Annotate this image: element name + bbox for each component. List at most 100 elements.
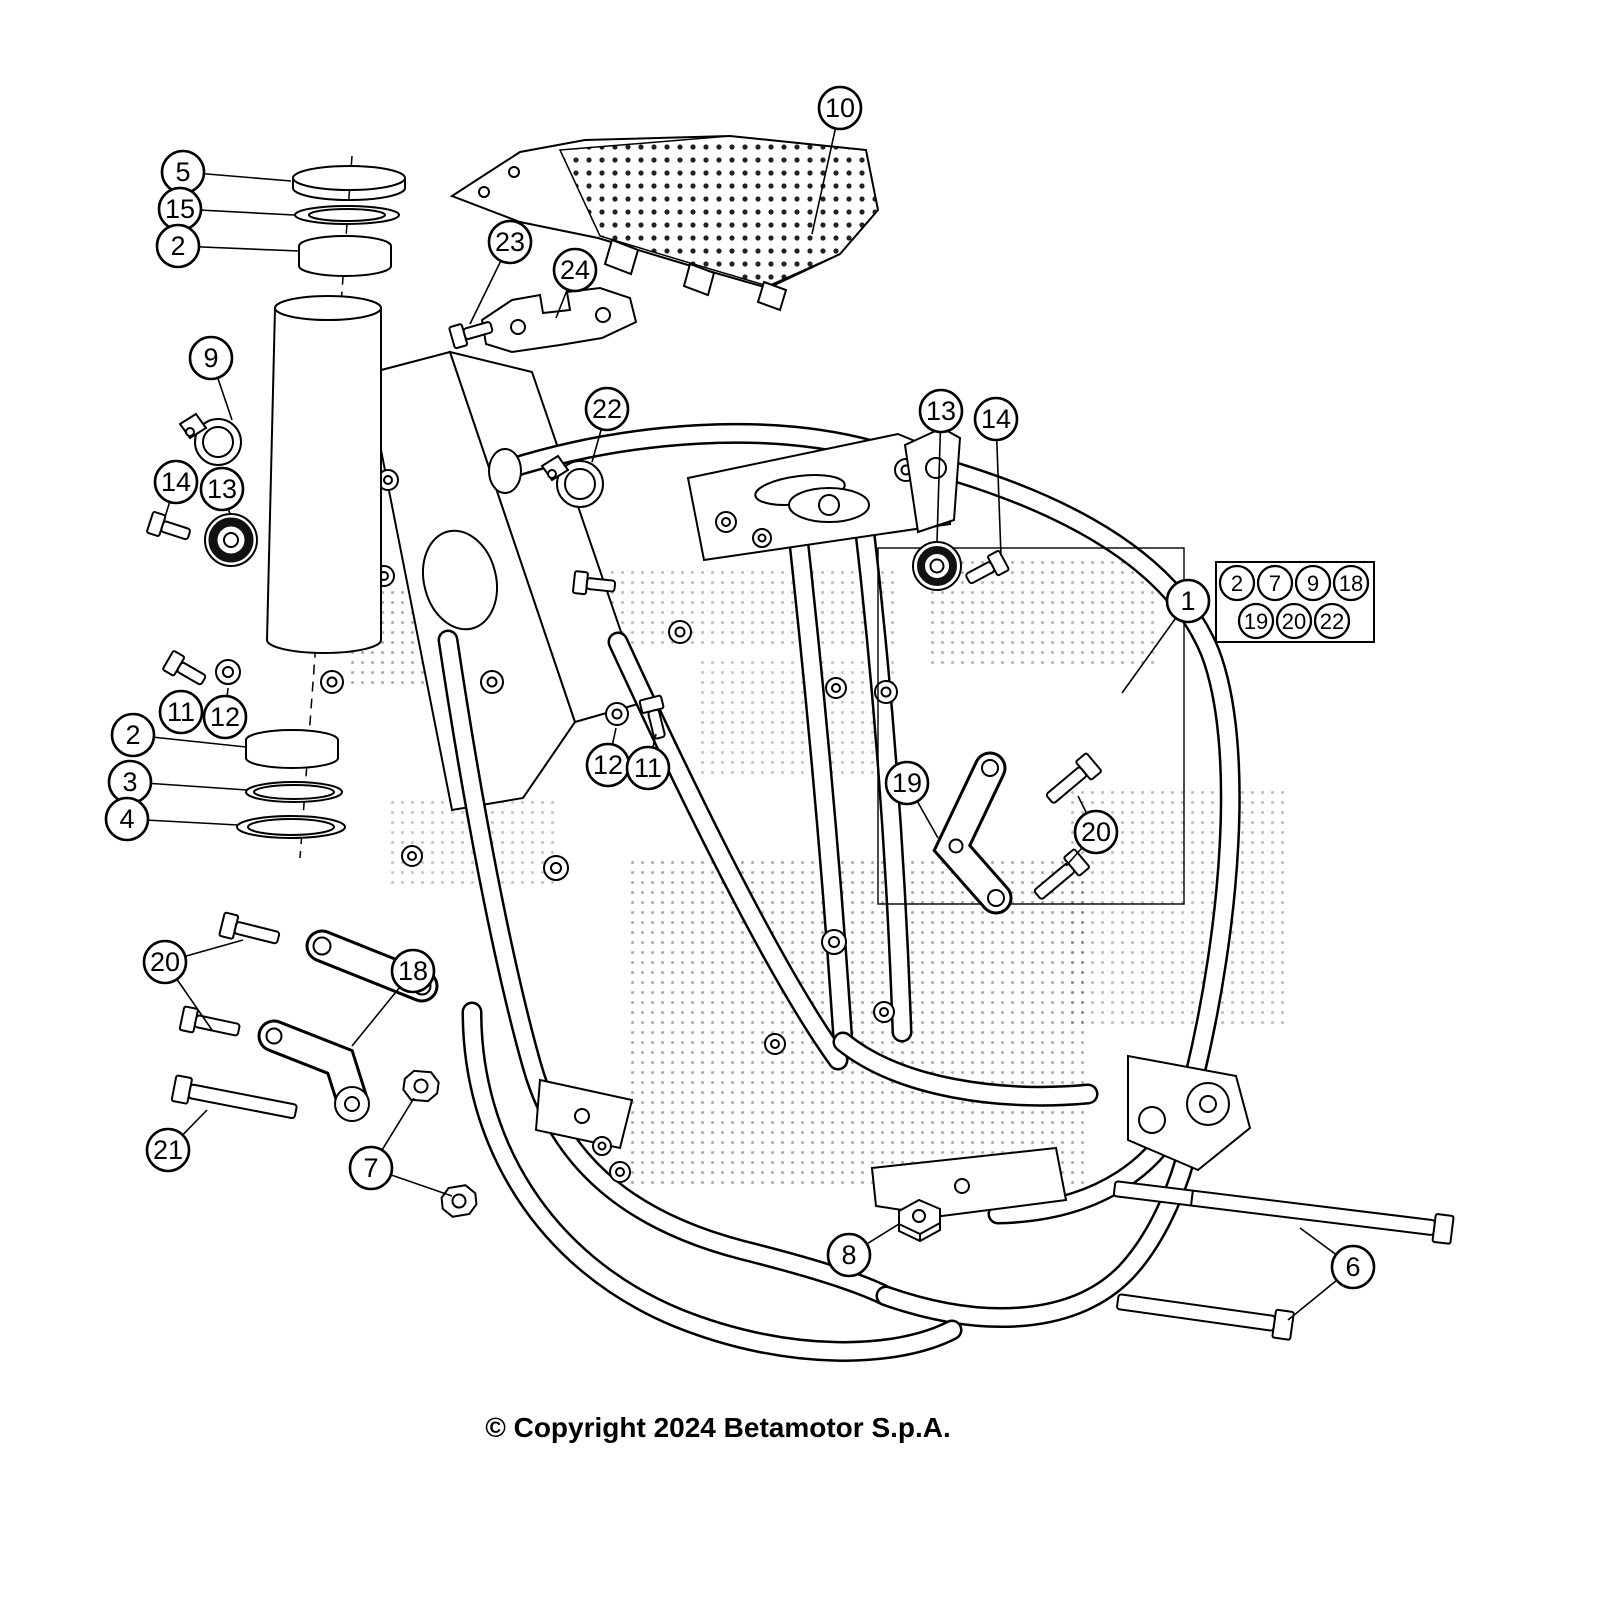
washer-12-left — [215, 659, 241, 685]
hardware-ref-box: 2 7 9 18 19 20 22 — [1215, 561, 1375, 643]
callout-label-7: 7 — [363, 1153, 378, 1183]
leader-line-14 — [995, 418, 1002, 557]
callout-4: 4 — [104, 796, 150, 842]
callout-label-14: 14 — [981, 404, 1011, 434]
ref-callout-label-19: 19 — [1244, 609, 1268, 634]
bracket-19 — [932, 751, 1013, 915]
callout-3: 3 — [107, 759, 153, 805]
bolt-21 — [170, 1074, 300, 1126]
hardware-zone-outline — [877, 547, 1185, 905]
callout-8: 8 — [826, 1232, 872, 1278]
ref-callout-label-7: 7 — [1269, 571, 1281, 596]
part-4-seal — [236, 815, 346, 839]
link-18-lower — [257, 1019, 370, 1122]
ref-callout-label-20: 20 — [1282, 609, 1306, 634]
copyright-text: © Copyright 2024 Betamotor S.p.A. — [485, 1412, 951, 1443]
callout-label-1: 1 — [1180, 586, 1195, 616]
callout-label-23: 23 — [495, 227, 525, 257]
callout-label-20: 20 — [1081, 817, 1111, 847]
ref-callout-label-2: 2 — [1231, 571, 1243, 596]
callout-18: 18 — [390, 948, 436, 994]
callout-12: 12 — [202, 694, 248, 740]
callout-13: 13 — [199, 466, 245, 512]
callout-1: 1 — [1165, 578, 1211, 624]
halftone-shading — [350, 560, 1290, 1190]
frame-assembly — [320, 350, 1252, 1362]
callout-24: 24 — [552, 247, 598, 293]
callout-label-12: 12 — [210, 702, 240, 732]
callout-6: 6 — [1330, 1244, 1376, 1290]
nut-7-upper — [402, 1069, 440, 1103]
callout-label-20: 20 — [150, 947, 180, 977]
callout-label-4: 4 — [119, 804, 134, 834]
bolt-11-left — [161, 649, 211, 692]
part-2-bearing-bottom — [245, 729, 339, 769]
ref-callout-18: 18 — [1332, 564, 1370, 602]
ref-callout-9: 9 — [1294, 564, 1332, 602]
callout-5: 5 — [160, 149, 206, 195]
callout-label-18: 18 — [398, 956, 428, 986]
callout-label-12: 12 — [593, 750, 623, 780]
callout-7: 7 — [348, 1145, 394, 1191]
callout-label-21: 21 — [153, 1135, 183, 1165]
ref-callout-22: 22 — [1313, 602, 1351, 640]
callout-12: 12 — [585, 742, 631, 788]
clamp-9 — [178, 412, 242, 466]
callout-9: 9 — [188, 335, 234, 381]
callout-label-24: 24 — [560, 255, 590, 285]
washer-12-center — [605, 702, 629, 726]
clamp-22 — [540, 454, 604, 508]
callout-label-22: 22 — [592, 394, 622, 424]
callout-14: 14 — [153, 459, 199, 505]
bolt-6-lower — [1114, 1286, 1295, 1341]
bottom-bracket — [870, 1146, 1068, 1218]
callout-11: 11 — [158, 689, 204, 735]
bushing-13-left — [204, 513, 258, 567]
callout-21: 21 — [145, 1127, 191, 1173]
callout-label-8: 8 — [841, 1240, 856, 1270]
part-5-dust-cap — [292, 165, 406, 201]
callout-label-11: 11 — [167, 697, 195, 727]
callout-19: 19 — [884, 760, 930, 806]
callout-label-5: 5 — [175, 157, 190, 187]
ref-callout-2: 2 — [1218, 564, 1256, 602]
skid-plate-10 — [449, 134, 880, 312]
callout-22: 22 — [584, 386, 630, 432]
ref-callout-label-18: 18 — [1339, 571, 1363, 596]
callout-23: 23 — [487, 219, 533, 265]
callout-20: 20 — [1073, 809, 1119, 855]
callout-label-19: 19 — [892, 768, 922, 798]
callout-11: 11 — [625, 745, 671, 791]
callout-2: 2 — [110, 712, 156, 758]
callout-15: 15 — [157, 186, 203, 232]
part-15-washer — [294, 205, 400, 225]
plate-lightening-hole — [422, 529, 498, 631]
ref-callout-label-22: 22 — [1320, 609, 1344, 634]
bracket-24 — [480, 286, 638, 354]
ref-callout-19: 19 — [1237, 602, 1275, 640]
ref-callout-7: 7 — [1256, 564, 1294, 602]
bushing-13-right — [912, 541, 962, 591]
part-2-bearing-top — [298, 235, 392, 277]
mounting-bosses — [320, 469, 898, 1183]
ref-callout-20: 20 — [1275, 602, 1313, 640]
callout-20: 20 — [142, 939, 188, 985]
ref-callout-label-9: 9 — [1307, 571, 1319, 596]
part-3-ring — [245, 781, 343, 803]
callout-label-13: 13 — [207, 474, 237, 504]
callout-label-11: 11 — [634, 753, 662, 783]
callout-14: 14 — [973, 396, 1019, 442]
separated-parts — [145, 134, 1455, 1341]
callout-label-2: 2 — [125, 720, 140, 750]
steering-stem-assembly — [236, 155, 406, 859]
callout-13: 13 — [918, 388, 964, 434]
callout-10: 10 — [817, 85, 863, 131]
steering-stem-tube — [265, 295, 382, 654]
callout-label-10: 10 — [825, 93, 855, 123]
callout-label-2: 2 — [170, 231, 185, 261]
callout-label-9: 9 — [203, 343, 218, 373]
callout-label-15: 15 — [165, 194, 195, 224]
